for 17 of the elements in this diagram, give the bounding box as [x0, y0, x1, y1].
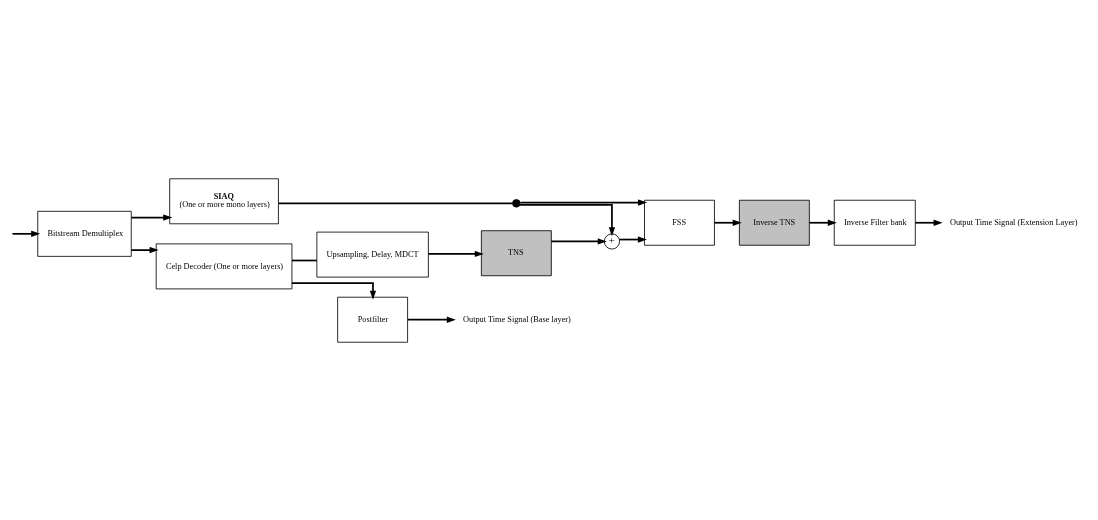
node-circle: + — [603, 232, 620, 249]
arrow — [130, 246, 159, 253]
arrow — [130, 213, 173, 221]
connector — [291, 259, 318, 261]
node-circle — [512, 198, 521, 208]
arrow — [12, 230, 41, 237]
arrow — [291, 281, 377, 300]
arrow — [550, 237, 607, 245]
arrow — [519, 198, 648, 206]
arrow — [618, 235, 647, 243]
arrow — [914, 219, 943, 226]
arrow — [713, 219, 742, 226]
connector — [277, 202, 514, 204]
arrow — [406, 316, 456, 323]
arrow — [808, 219, 837, 226]
arrow — [427, 250, 484, 257]
arrow — [519, 203, 616, 236]
